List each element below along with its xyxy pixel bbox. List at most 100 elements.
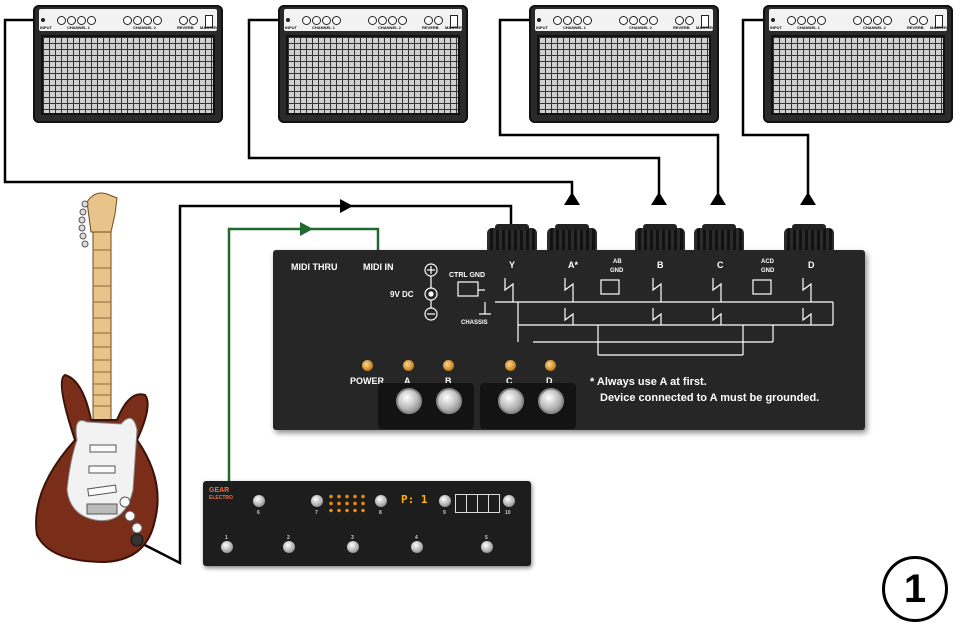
amp-reverb-label: REVERB [907, 25, 924, 30]
amplifier-2: INPUT CHANNEL 1 CHANNEL 2 REVERB MASTER [278, 5, 468, 123]
switch-number-7: 7 [315, 510, 318, 516]
amp-knob [619, 16, 628, 25]
amplifier-3: INPUT CHANNEL 1 CHANNEL 2 REVERB MASTER [529, 5, 719, 123]
footswitch-4[interactable] [411, 541, 423, 553]
led-matrix [327, 493, 367, 515]
led-d [545, 360, 556, 371]
ctrl-gnd-label: CTRL GND [449, 272, 486, 279]
jack-c [694, 224, 744, 254]
footswitch-a[interactable] [396, 388, 422, 414]
midi-thru-label: MIDI THRU [291, 262, 338, 272]
switch-label-d: D [546, 376, 553, 386]
jack-label-c: C [717, 260, 724, 270]
amp-knob [133, 16, 142, 25]
jack-b [635, 224, 685, 254]
amp-reverb-label: REVERB [177, 25, 194, 30]
arrow-a [564, 192, 580, 205]
switch-number-5: 5 [485, 535, 488, 541]
midi-in-label: MIDI IN [363, 262, 394, 272]
midi-foot-controller: GEAR ELECTRO 6 7 8 9 10 P: 1 1 2 3 4 5 [203, 481, 531, 566]
arrow-midi [300, 222, 313, 236]
amp-knob [312, 16, 321, 25]
amp-input-jack [41, 18, 45, 22]
amp-knob [322, 16, 331, 25]
amp-master-label: MASTER [200, 25, 217, 30]
footswitch-c[interactable] [498, 388, 524, 414]
amp-speaker-grill [41, 35, 215, 115]
amp-knob [302, 16, 311, 25]
switch-label-c: C [506, 376, 513, 386]
amp-knob [817, 16, 826, 25]
amp-speaker-grill [771, 35, 945, 115]
amp-knob [787, 16, 796, 25]
footswitch-10[interactable] [503, 495, 515, 507]
amp-channel1-label: CHANNEL 1 [563, 25, 586, 30]
amp-power-switch [935, 15, 943, 28]
cable-amp2-to-b [247, 18, 661, 200]
brand-line-2: ELECTRO [209, 495, 233, 501]
amplifier-4: INPUT CHANNEL 1 CHANNEL 2 REVERB MASTER [763, 5, 953, 123]
amp-knob [573, 16, 582, 25]
amp-knob [388, 16, 397, 25]
amp-knob [123, 16, 132, 25]
amp-knob [153, 16, 162, 25]
amp-knob [863, 16, 872, 25]
amp-control-panel: INPUT CHANNEL 1 CHANNEL 2 REVERB MASTER [769, 9, 947, 31]
pickup-bridge [87, 484, 117, 497]
amp-channel2-label: CHANNEL 2 [629, 25, 652, 30]
amp-knob [398, 16, 407, 25]
footswitch-1[interactable] [221, 541, 233, 553]
pickup-neck [89, 444, 117, 453]
footswitch-6[interactable] [253, 495, 265, 507]
led-a [403, 360, 414, 371]
jack-label-a: A* [568, 260, 579, 270]
amp-channel1-label: CHANNEL 1 [67, 25, 90, 30]
brand-line-1: GEAR [209, 487, 230, 494]
pickup-middle [88, 465, 116, 474]
switch-number-2: 2 [287, 535, 290, 541]
amp-knob [909, 16, 918, 25]
amp-knob [434, 16, 443, 25]
switch-label-b: B [445, 376, 452, 386]
switch-number-3: 3 [351, 535, 354, 541]
jack-label-d: D [808, 260, 815, 270]
note-line-2: Device connected to A must be grounded. [600, 392, 820, 404]
footswitch-7[interactable] [311, 495, 323, 507]
footswitch-3[interactable] [347, 541, 359, 553]
tone-knob [124, 510, 136, 522]
cable-amp1-to-a [3, 18, 574, 200]
amp-knob [853, 16, 862, 25]
switch-number-6: 6 [257, 510, 260, 516]
bridge [86, 503, 118, 515]
amp-input-jack [771, 18, 775, 22]
amp-input-jack [537, 18, 541, 22]
amp-control-panel: INPUT CHANNEL 1 CHANNEL 2 REVERB MASTER [535, 9, 713, 31]
switch-label-a: A [404, 376, 411, 386]
amp-knob [189, 16, 198, 25]
amp-knob [87, 16, 96, 25]
switch-number-10: 10 [505, 510, 511, 516]
amp-knob [57, 16, 66, 25]
amp-knob [553, 16, 562, 25]
footswitch-d[interactable] [538, 388, 564, 414]
footswitch-5[interactable] [481, 541, 493, 553]
amp-channel2-label: CHANNEL 2 [863, 25, 886, 30]
amp-knob [563, 16, 572, 25]
electric-guitar [35, 192, 159, 564]
arrow-d [800, 192, 816, 205]
amp-knob [378, 16, 387, 25]
amp-channel2-label: CHANNEL 2 [133, 25, 156, 30]
switch-number-4: 4 [415, 535, 418, 541]
amp-channel2-label: CHANNEL 2 [378, 25, 401, 30]
footswitch-2[interactable] [283, 541, 295, 553]
amp-reverb-label: REVERB [422, 25, 439, 30]
footswitch-9[interactable] [439, 495, 451, 507]
amp-knob [629, 16, 638, 25]
arrow-guitar [340, 199, 353, 213]
footswitch-8[interactable] [375, 495, 387, 507]
footswitch-b[interactable] [436, 388, 462, 414]
acd-gnd-label-1: ACD [761, 259, 774, 265]
ab-gnd-label-1: AB [613, 259, 622, 265]
